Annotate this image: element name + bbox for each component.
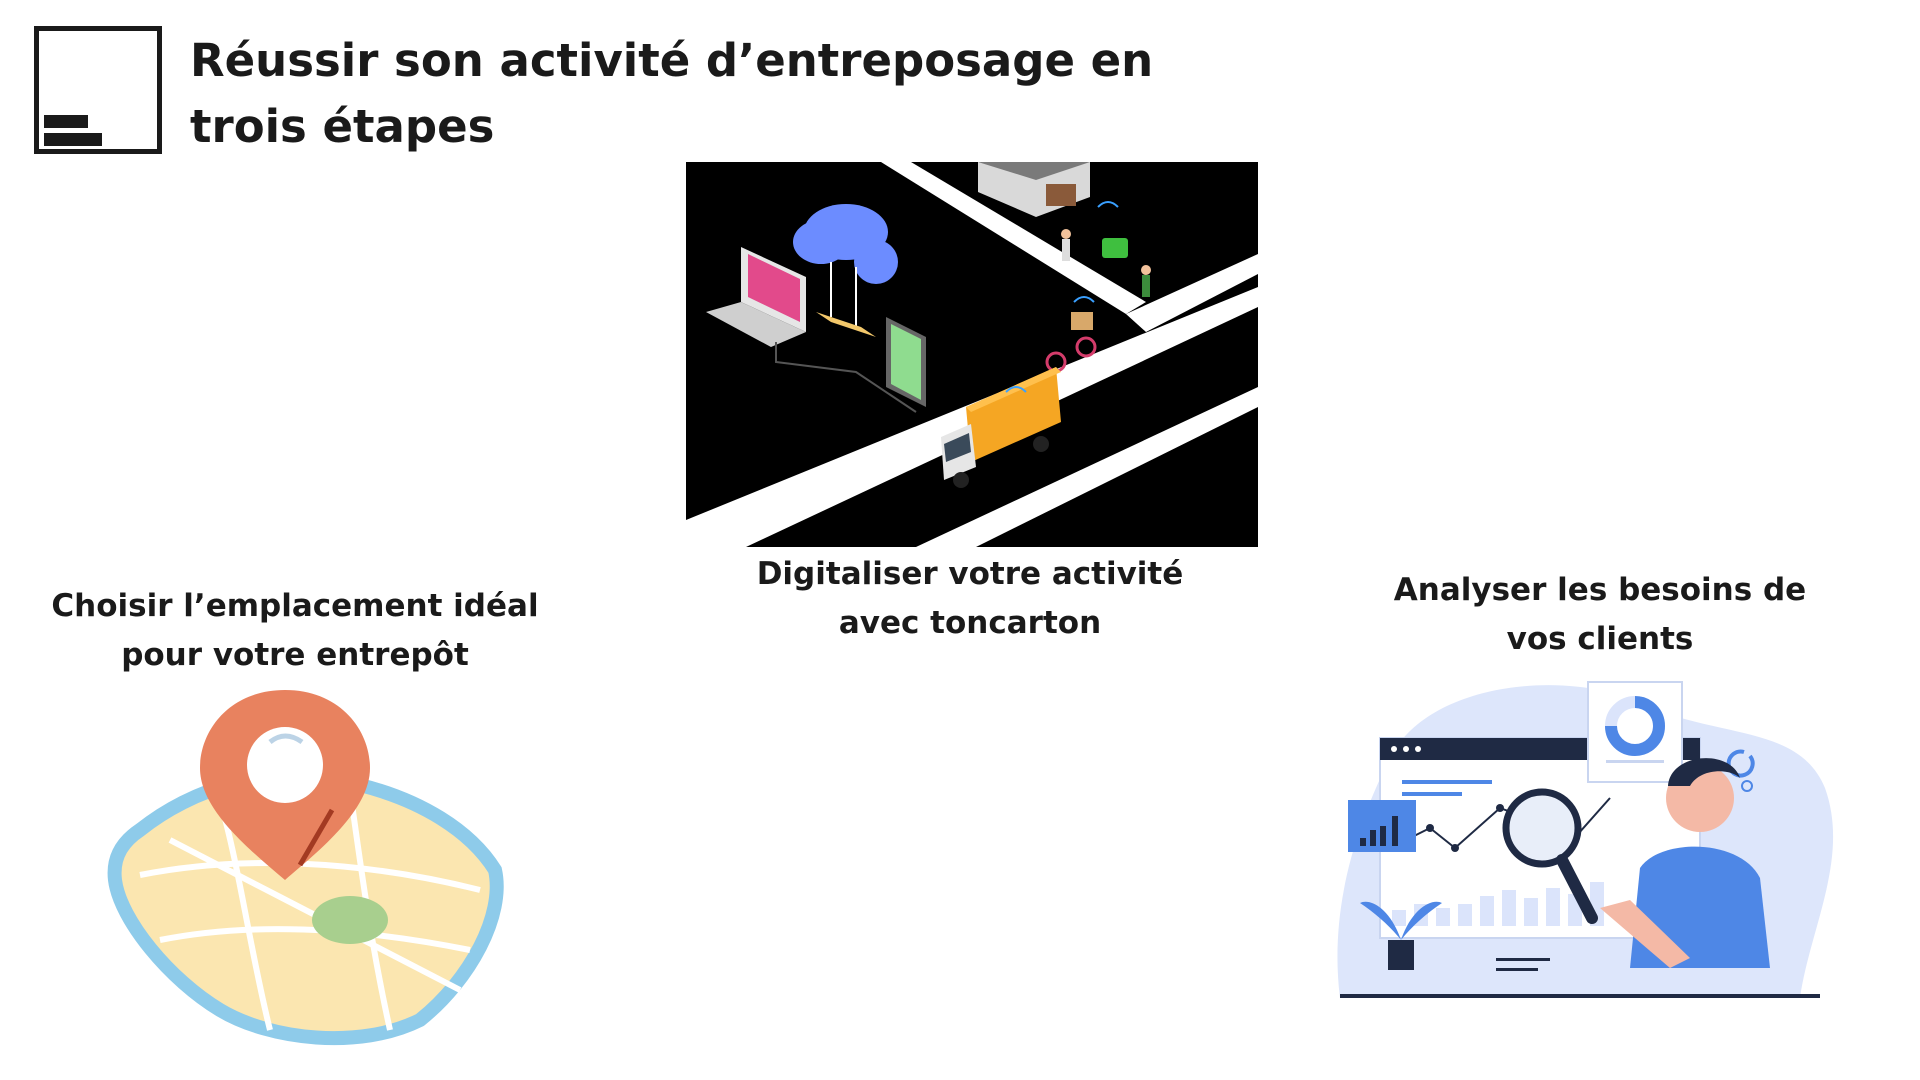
step-caption-digitalize: Digitaliser votre activité avec toncarto… xyxy=(756,556,1184,641)
page-title: Réussir son activité d’entreposage en tr… xyxy=(190,34,1154,153)
map-pin-icon xyxy=(107,690,504,1046)
logo-bar-top xyxy=(44,115,88,128)
analytics-magnifier-icon xyxy=(1337,681,1834,998)
logo-bar-bottom xyxy=(44,133,102,146)
delivery-network-icon xyxy=(686,162,1258,547)
brand-logo-icon xyxy=(34,26,162,154)
step-caption-analyze: Analyser les besoins de vos clients xyxy=(1393,572,1807,657)
step-caption-location: Choisir l’emplacement idéal pour votre e… xyxy=(51,588,539,673)
